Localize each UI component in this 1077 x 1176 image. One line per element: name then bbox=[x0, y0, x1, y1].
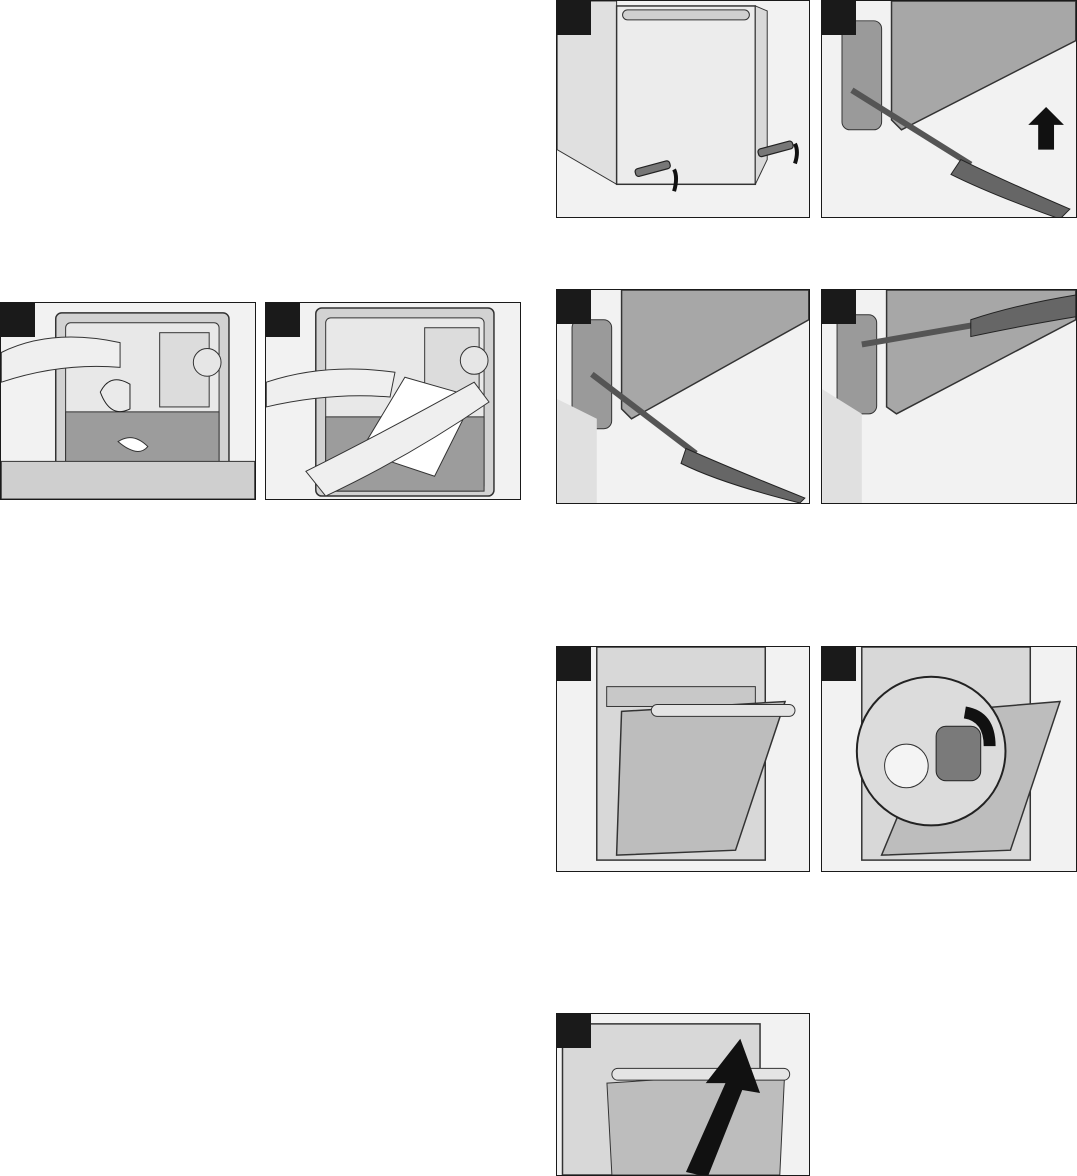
figure-water-cup bbox=[0, 302, 256, 500]
step-badge bbox=[557, 290, 591, 324]
step-badge bbox=[557, 1, 591, 35]
step-badge bbox=[822, 290, 856, 324]
open-door-icon bbox=[557, 647, 809, 871]
wiping-oven-cloth-icon bbox=[266, 303, 520, 499]
figure-screwdriver-up bbox=[821, 0, 1077, 218]
figure-screwdriver-side bbox=[821, 289, 1077, 504]
step-badge bbox=[1, 303, 35, 337]
step-badge bbox=[822, 1, 856, 35]
figure-lift-door bbox=[556, 1013, 810, 1176]
screwdriver-insert-icon bbox=[557, 290, 809, 503]
figure-door-screws bbox=[556, 0, 810, 218]
figure-door-open bbox=[556, 646, 810, 872]
step-badge bbox=[266, 303, 300, 337]
step-badge bbox=[822, 647, 856, 681]
lift-door-arrow-icon bbox=[557, 1014, 809, 1175]
pouring-water-into-oven-icon bbox=[1, 303, 255, 499]
step-badge bbox=[557, 1014, 591, 1048]
screwdriver-lift-icon bbox=[822, 1, 1076, 217]
hinge-detail-icon bbox=[822, 647, 1076, 871]
figure-cloth-wipe bbox=[265, 302, 521, 500]
figure-screwdriver-insert bbox=[556, 289, 810, 504]
figure-hinge-detail bbox=[821, 646, 1077, 872]
screwdriver-side-icon bbox=[822, 290, 1076, 503]
door-screws-icon bbox=[557, 1, 809, 217]
step-badge bbox=[557, 647, 591, 681]
